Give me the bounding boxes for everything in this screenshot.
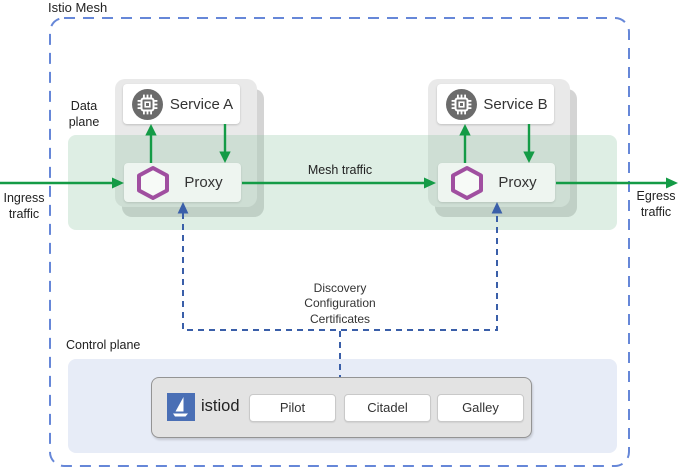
connector-caption-line: Certificates <box>309 311 371 326</box>
service-b-label: Service B <box>483 95 548 113</box>
istiod-box: istiod Pilot Citadel Galley <box>151 377 532 438</box>
proxy-a-label: Proxy <box>184 174 223 191</box>
istio-sailboat-icon <box>167 393 195 421</box>
service-a-label: Service A <box>169 95 234 113</box>
component-pilot: Pilot <box>249 394 336 422</box>
proxy-a-card: Proxy <box>124 163 241 202</box>
component-citadel: Citadel <box>344 394 431 422</box>
connector-caption-line: Discovery <box>313 281 367 295</box>
chip-icon <box>132 88 163 120</box>
ingress-traffic-label: Ingress traffic <box>3 191 45 221</box>
proxy-b-label: Proxy <box>498 174 537 191</box>
component-galley: Galley <box>437 394 524 422</box>
envoy-hexagon-icon <box>450 165 484 206</box>
service-a-card: Service A <box>123 84 240 124</box>
envoy-hexagon-icon <box>136 165 170 206</box>
mesh-title: Istio Mesh <box>48 0 108 15</box>
data-plane-label: Data plane <box>68 99 100 129</box>
mesh-traffic-label: Mesh traffic <box>307 163 373 177</box>
connector-caption-line: Configuration <box>304 296 376 311</box>
service-b-card: Service B <box>437 84 554 124</box>
istiod-label: istiod <box>201 397 240 415</box>
connector-caption: Discovery Configuration Certificates <box>275 281 405 327</box>
egress-traffic-label: Egress traffic <box>636 189 676 219</box>
control-plane-label: Control plane <box>66 338 141 352</box>
proxy-b-card: Proxy <box>438 163 555 202</box>
chip-icon <box>446 88 477 120</box>
